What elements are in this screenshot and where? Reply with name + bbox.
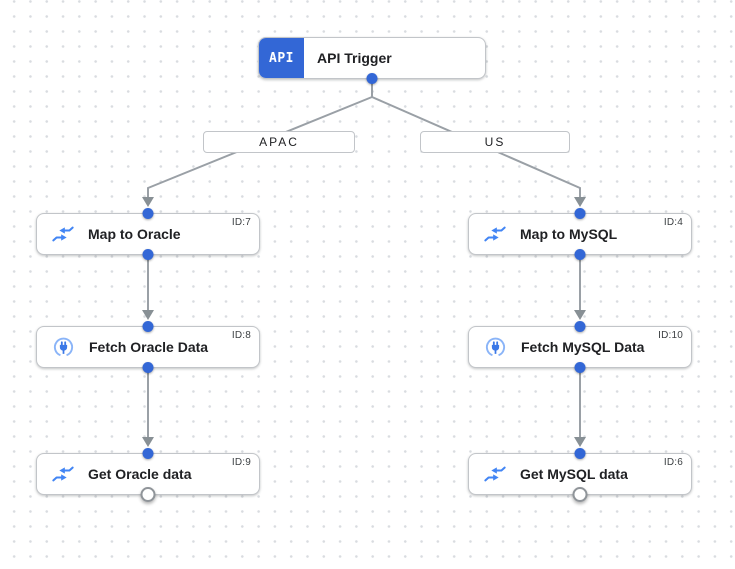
trigger-node-api[interactable]: API API Trigger <box>258 37 486 84</box>
input-port[interactable] <box>142 208 154 219</box>
task-title: Fetch MySQL Data <box>521 339 645 355</box>
end-port[interactable] <box>140 487 156 502</box>
branch-label-apac[interactable]: APAC <box>203 131 355 153</box>
trigger-title: API Trigger <box>317 50 392 66</box>
task-title: Map to MySQL <box>520 226 618 242</box>
input-port[interactable] <box>142 448 154 459</box>
task-node-get-oracle-data[interactable]: Get Oracle data ID:9 <box>36 448 260 502</box>
input-port[interactable] <box>574 208 586 219</box>
trigger-output-port[interactable] <box>366 73 378 84</box>
branch-label-us[interactable]: US <box>420 131 570 153</box>
output-port[interactable] <box>574 249 586 260</box>
output-port[interactable] <box>142 249 154 260</box>
connector-icon <box>52 336 75 359</box>
input-port[interactable] <box>574 321 586 332</box>
data-mapping-icon <box>484 463 506 485</box>
task-id-label: ID:8 <box>231 330 251 341</box>
task-title: Map to Oracle <box>88 226 181 242</box>
task-id-label: ID:6 <box>663 457 683 468</box>
api-badge-label: API <box>269 50 294 66</box>
task-node-map-to-oracle[interactable]: Map to Oracle ID:7 <box>36 208 260 260</box>
data-mapping-icon <box>52 223 74 245</box>
connector-icon <box>484 336 507 359</box>
task-id-label: ID:7 <box>231 217 251 228</box>
task-title: Get Oracle data <box>88 466 192 482</box>
task-node-get-mysql-data[interactable]: Get MySQL data ID:6 <box>468 448 692 502</box>
data-mapping-icon <box>52 463 74 485</box>
task-node-fetch-oracle-data[interactable]: Fetch Oracle Data ID:8 <box>36 321 260 373</box>
task-node-map-to-mysql[interactable]: Map to MySQL ID:4 <box>468 208 692 260</box>
output-port[interactable] <box>142 362 154 373</box>
end-port[interactable] <box>572 487 588 502</box>
task-title: Get MySQL data <box>520 466 628 482</box>
input-port[interactable] <box>574 448 586 459</box>
branch-label-text: APAC <box>259 135 299 149</box>
data-mapping-icon <box>484 223 506 245</box>
task-id-label: ID:9 <box>231 457 251 468</box>
branch-label-text: US <box>484 135 506 149</box>
task-id-label: ID:4 <box>663 217 683 228</box>
task-id-label: ID:10 <box>658 330 683 341</box>
api-badge-icon: API <box>259 38 304 78</box>
input-port[interactable] <box>142 321 154 332</box>
task-node-fetch-mysql-data[interactable]: Fetch MySQL Data ID:10 <box>468 321 692 373</box>
task-title: Fetch Oracle Data <box>89 339 209 355</box>
output-port[interactable] <box>574 362 586 373</box>
